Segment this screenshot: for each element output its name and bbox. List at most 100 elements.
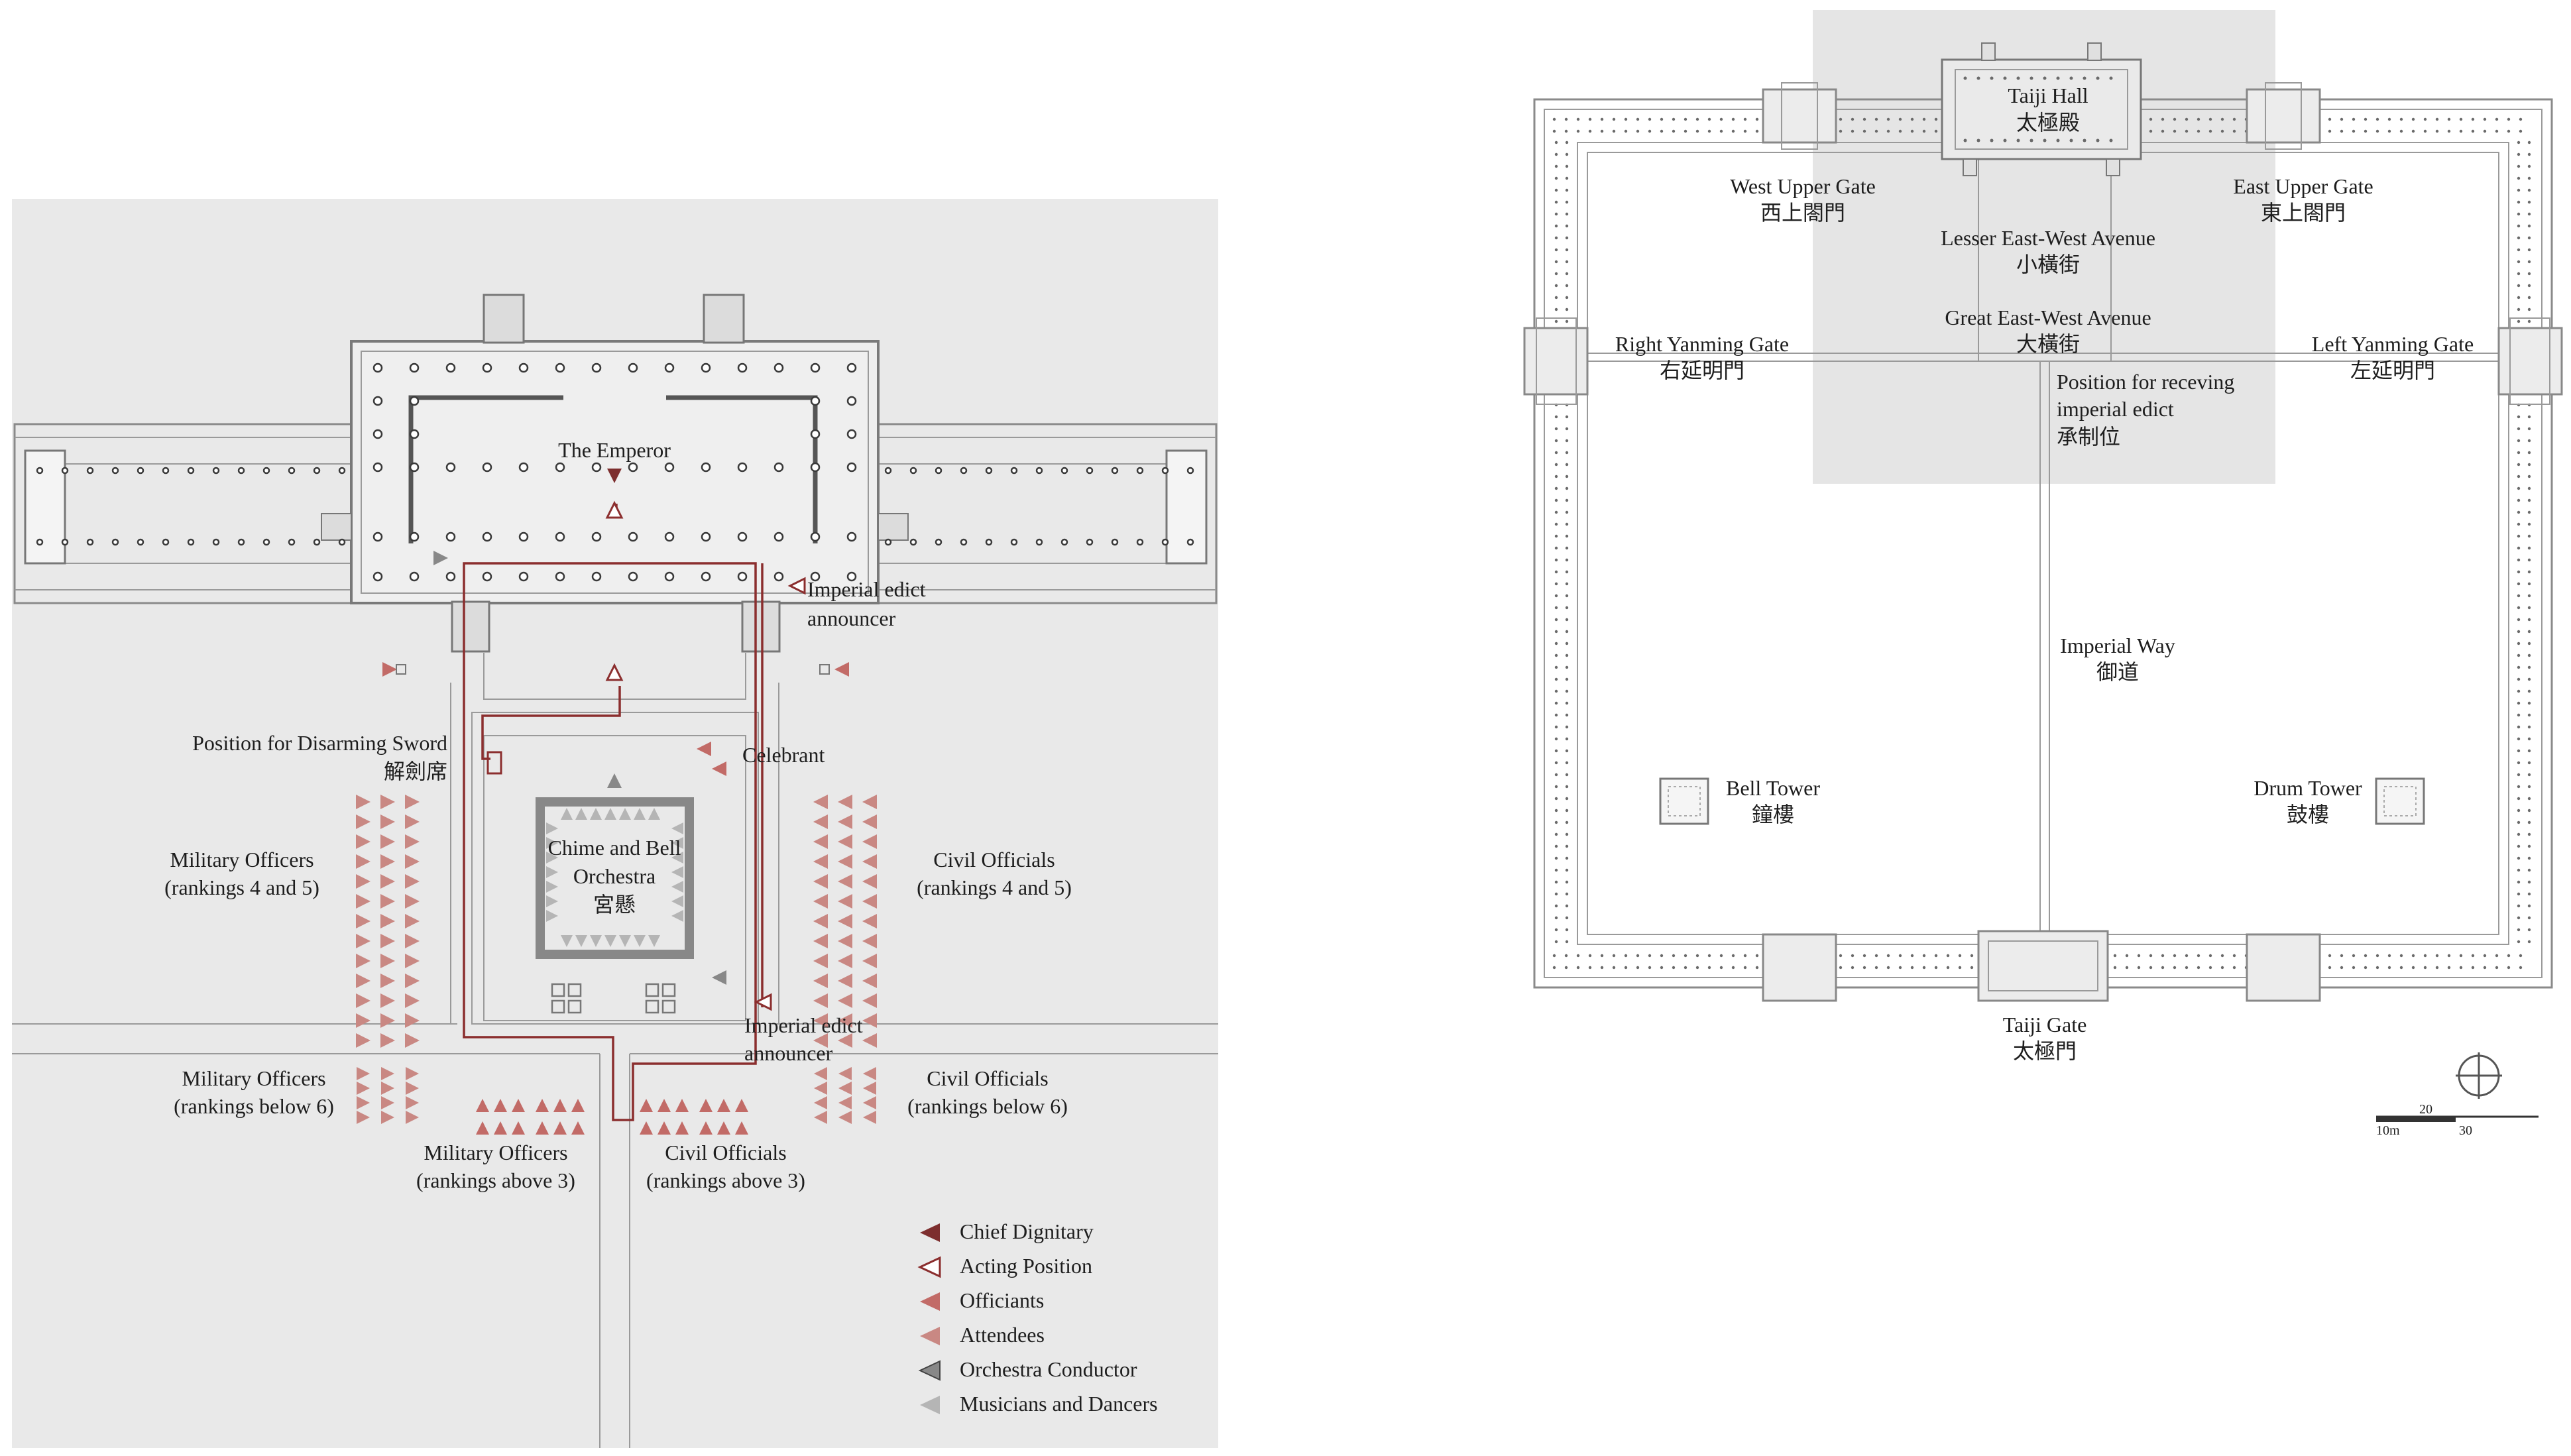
military-officer-marker: [405, 894, 420, 909]
hall-column: [591, 532, 602, 542]
celebrant-label: Celebrant: [742, 743, 825, 767]
emperor-label: The Emperor: [558, 438, 671, 462]
wall-column: [1886, 966, 1890, 970]
wall-column: [1554, 940, 1558, 944]
hall-column: [810, 363, 821, 373]
hall-column: [2043, 76, 2047, 80]
wall-column: [2232, 954, 2236, 958]
hall-column: [664, 363, 675, 373]
hall-column: [2096, 139, 2100, 142]
wall-column: [2375, 966, 2379, 970]
civil-official-marker: [838, 914, 852, 928]
wall-column: [1564, 966, 1568, 970]
wall-column: [2173, 954, 2177, 958]
wall-column: [1554, 164, 1558, 168]
wall-column: [2161, 966, 2165, 970]
wall-column: [2517, 940, 2521, 944]
wall-column: [1554, 224, 1558, 228]
wall-column: [1565, 868, 1569, 872]
hall-column: [1990, 76, 1994, 80]
wall-column: [1554, 319, 1558, 323]
wall-column: [2113, 966, 2117, 970]
military-officer-marker: [405, 834, 420, 849]
wall-column: [2527, 725, 2531, 729]
wall-column: [1695, 954, 1699, 958]
wall-column: [1636, 117, 1640, 121]
wall-column: [1554, 844, 1558, 848]
wall-column: [2517, 880, 2521, 884]
corridor-column: [86, 538, 94, 546]
wall-column: [2423, 129, 2427, 133]
corridor-column: [1086, 538, 1094, 546]
wall-column: [1743, 117, 1747, 121]
wall-column: [2423, 966, 2427, 970]
wall-column: [1743, 129, 1747, 133]
civil-official-marker: [863, 1096, 876, 1109]
military-officer-marker: [380, 834, 395, 849]
wall-column: [1554, 200, 1558, 204]
legend-label-acting: Acting Position: [960, 1254, 1092, 1278]
wall-column: [2328, 117, 2332, 121]
hall-column: [555, 462, 565, 473]
wall-column: [2527, 856, 2531, 860]
wall-column: [2527, 522, 2531, 526]
hall-column: [1976, 139, 1980, 142]
wall-column: [1554, 427, 1558, 431]
wall-column: [2517, 212, 2521, 216]
left-ceremony-plan: The Emperor Imperial edict announcer Pos…: [12, 199, 1218, 1448]
wall-column: [1554, 308, 1558, 311]
corridor-column: [237, 467, 245, 475]
wall-column: [1565, 832, 1569, 836]
wall-column: [2527, 498, 2531, 502]
wall-column: [2387, 966, 2391, 970]
military-officer-marker: [357, 1111, 370, 1124]
wall-column: [2517, 522, 2521, 526]
wall-column: [1695, 966, 1699, 970]
wall-column: [1839, 954, 1843, 958]
wall-column: [1934, 129, 1938, 133]
wall-column: [1648, 954, 1652, 958]
wall-column: [2447, 117, 2451, 121]
musician-marker: [671, 895, 683, 907]
wall-column: [1565, 296, 1569, 300]
orchestra-label-3: 宮懸: [593, 893, 636, 917]
hall-column: [482, 363, 492, 373]
civil-official-marker: [838, 934, 852, 948]
wall-column: [1565, 713, 1569, 717]
wall-column: [1554, 475, 1558, 478]
military-officer-marker: [380, 1013, 395, 1028]
east-upper-gate-building: [2246, 82, 2321, 150]
wall-column: [1565, 212, 1569, 216]
musician-marker: [546, 866, 558, 878]
edict-position-line1: Position for receving: [2057, 370, 2234, 394]
wall-column: [2517, 618, 2521, 622]
civil-official-marker: [813, 894, 828, 909]
wall-column: [1565, 856, 1569, 860]
wall-column: [2527, 272, 2531, 276]
wall-column: [2527, 785, 2531, 789]
west-corridor: [13, 423, 361, 604]
wall-column: [1554, 439, 1558, 443]
wall-column: [1934, 954, 1938, 958]
wall-column: [1565, 928, 1569, 932]
wall-column: [2517, 809, 2521, 812]
wall-column: [2527, 546, 2531, 550]
scale-label-30: 30: [2459, 1123, 2472, 1138]
hall-column: [2029, 139, 2033, 142]
civil-official-marker: [862, 795, 877, 809]
scale-bar: 20 10m 30: [2376, 1102, 2539, 1138]
civil-official-marker: [813, 1033, 828, 1048]
hall-column: [445, 532, 456, 542]
hall-column: [482, 571, 492, 582]
scale-label-20: 20: [2419, 1102, 2432, 1117]
civil-official-marker: [862, 974, 877, 988]
wall-column: [1660, 966, 1664, 970]
wall-column: [2517, 510, 2521, 514]
military-officer-marker: [356, 814, 371, 829]
wall-column: [2328, 966, 2332, 970]
wall-column: [2517, 236, 2521, 240]
wall-column: [1565, 725, 1569, 729]
wall-column: [1565, 582, 1569, 586]
corridor-column: [1035, 538, 1043, 546]
wall-column: [2527, 880, 2531, 884]
